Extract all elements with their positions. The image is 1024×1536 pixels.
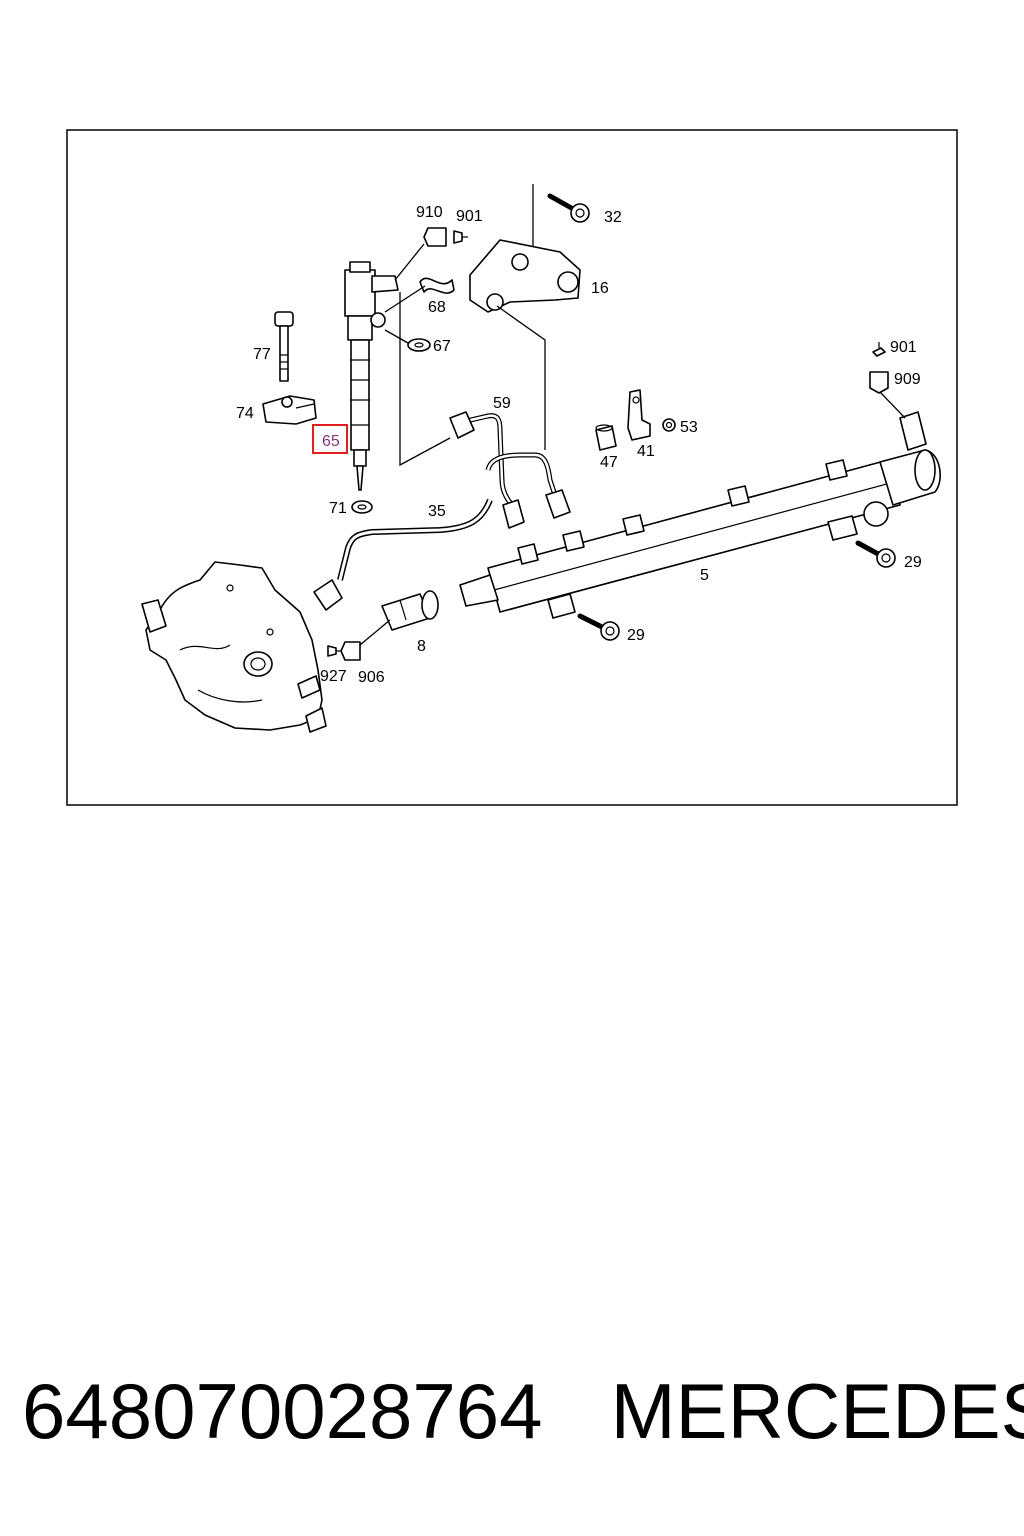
callout-927: 927 [320,668,347,685]
clamp-74[interactable] [262,395,317,425]
bracket-16[interactable] [469,239,581,313]
callout-8: 8 [417,638,426,655]
part-number: 648070028764 [22,1367,543,1455]
callout-906: 906 [358,669,385,686]
spacer-47[interactable] [595,424,617,451]
callout-74: 74 [236,405,254,422]
bolt-29-right[interactable] [855,540,896,568]
callout-59: 59 [493,395,511,412]
pin-901[interactable] [453,230,468,244]
callout-47: 47 [600,454,618,471]
sensor-8[interactable] [381,590,439,631]
callout-29-lower: 29 [627,627,645,644]
connector-909[interactable] [869,371,889,394]
injection-line-59[interactable] [449,411,571,529]
high-pressure-pump[interactable] [141,561,327,733]
brand-name: MERCEDES [610,1367,1024,1455]
callout-5: 5 [700,567,709,584]
callout-901-rail: 901 [890,339,917,356]
bolt-77[interactable] [274,311,294,382]
bolt-29-lower[interactable] [577,613,620,641]
bolt-32[interactable] [547,193,590,223]
bracket-41[interactable] [627,389,651,441]
callout-53: 53 [680,419,698,436]
highlight-box-65 [312,424,348,454]
leader-909 [879,391,906,419]
callout-67: 67 [433,338,451,355]
footer: 648070028764 MERCEDES [22,1367,1024,1455]
injection-line-35[interactable] [313,498,493,611]
leader-67 [384,329,409,344]
callout-910: 910 [416,204,443,221]
callout-901: 901 [456,208,483,225]
pin-901-rail[interactable] [872,342,886,357]
callout-909: 909 [894,371,921,388]
callout-77: 77 [253,346,271,363]
leader-16 [496,305,546,450]
callout-71: 71 [329,500,347,517]
leader-68 [384,285,426,313]
leader-injector-59 [399,292,451,467]
callout-65-highlighted: 65 [322,433,340,450]
callout-32: 32 [604,209,622,226]
callout-16: 16 [591,280,609,297]
callout-68: 68 [428,299,446,316]
seal-67[interactable] [407,338,431,352]
connector-906[interactable] [340,641,361,661]
callout-41: 41 [637,443,655,460]
washer-71[interactable] [351,500,373,514]
callout-35: 35 [428,503,446,520]
nut-53[interactable] [662,418,676,432]
injector[interactable] [344,261,399,491]
clip-68[interactable] [419,277,455,294]
fuel-rail-5[interactable] [459,411,941,619]
pin-927[interactable] [327,645,342,657]
connector-910[interactable] [394,227,447,281]
callout-29-right: 29 [904,554,922,571]
leader-906 [359,619,391,646]
